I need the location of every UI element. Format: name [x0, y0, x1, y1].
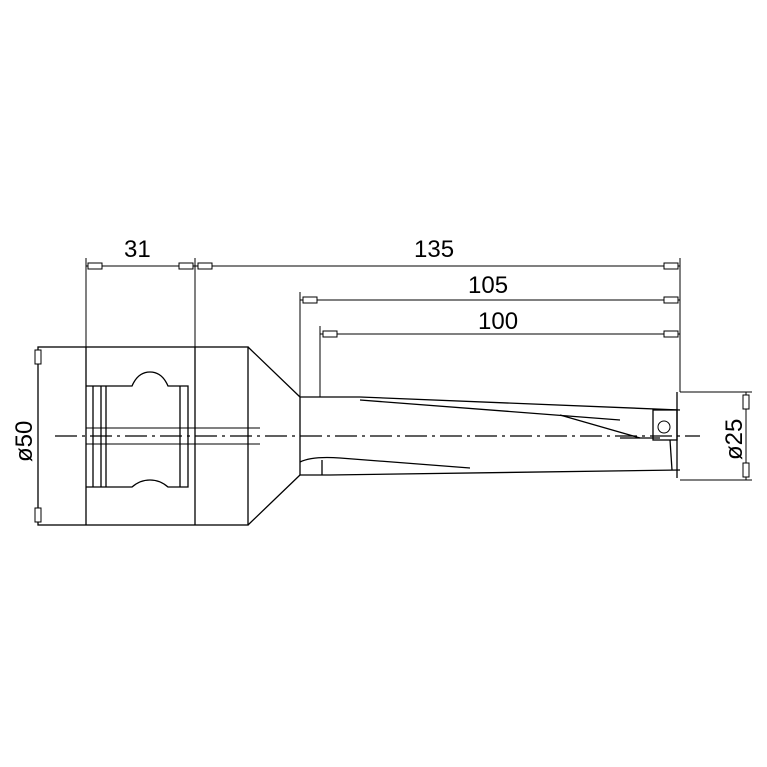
dim-105-label: 105 [468, 272, 508, 299]
cutting-insert [652, 392, 678, 478]
dim-100-label: 100 [478, 308, 518, 335]
dimension-100: 100 [319, 308, 680, 397]
dimension-d50: ø50 [11, 347, 42, 525]
dim-31-label: 31 [124, 236, 151, 263]
neck-transition [247, 346, 301, 526]
dimension-31: 31 [85, 236, 196, 347]
dimension-105: 105 [299, 272, 680, 397]
dim-135-label: 135 [414, 236, 454, 263]
dimension-135: 135 [195, 236, 681, 392]
drill-body [299, 396, 681, 476]
dimension-d25: ø25 [680, 391, 752, 481]
coupling-pocket [86, 371, 260, 488]
dim-d25-label: ø25 [721, 419, 748, 460]
dim-d50-label: ø50 [11, 421, 38, 462]
